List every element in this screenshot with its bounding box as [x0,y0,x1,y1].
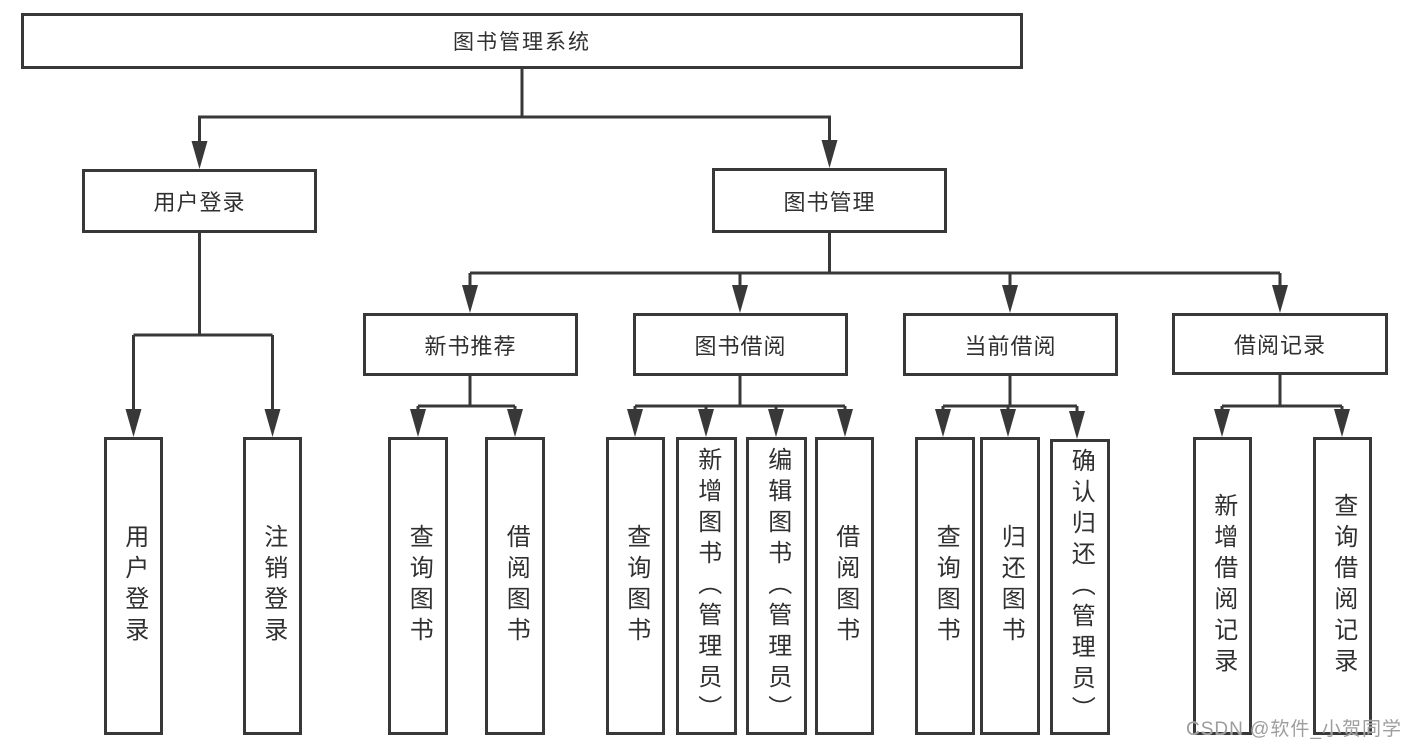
node-new-book-recommendation: 新书推荐 [363,313,578,376]
arrowhead-icon [507,409,523,437]
leaf-query-borrow-record: 查询借阅记录 [1313,437,1372,735]
leaf-query-books-current: 查询图书 [915,437,975,735]
arrowhead-icon [1069,411,1085,439]
arrowhead-icon [837,409,853,437]
leaf-return-books: 归还图书 [980,437,1040,735]
node-library-management-system: 图书管理系统 [21,13,1023,69]
csdn-watermark: CSDN @软件_小贺同学 [1186,719,1402,740]
leaf-add-books-admin: 新增图书（管理员） [676,437,737,735]
arrowhead-icon [821,140,838,168]
arrowhead-icon [627,409,643,437]
leaf-borrow-books: 借阅图书 [815,437,874,735]
arrowhead-icon [935,409,951,437]
arrowhead-icon [125,409,142,437]
arrowhead-icon [1272,285,1288,313]
node-user-login: 用户登录 [82,169,317,233]
node-book-borrowing: 图书借阅 [633,313,848,376]
leaf-confirm-return-admin: 确认归还（管理员） [1050,439,1110,735]
arrowhead-icon [1334,409,1350,437]
arrowhead-icon [410,409,426,437]
node-book-management: 图书管理 [712,168,947,233]
leaf-borrow-books-recommend: 借阅图书 [485,437,545,735]
arrowhead-icon [1214,409,1230,437]
arrowhead-icon [191,141,208,169]
node-borrowing-records: 借阅记录 [1172,313,1388,375]
node-current-borrowing: 当前借阅 [903,313,1118,376]
arrowhead-icon [1002,285,1018,313]
leaf-logout: 注销登录 [243,437,302,735]
leaf-query-books-recommend: 查询图书 [388,437,448,735]
leaf-edit-books-admin: 编辑图书（管理员） [746,437,807,735]
arrowhead-icon [1000,409,1016,437]
arrowhead-icon [698,409,714,437]
arrowhead-icon [264,409,281,437]
leaf-query-books-borrowing: 查询图书 [606,437,665,735]
arrowhead-icon [732,285,748,313]
arrowhead-icon [768,409,784,437]
leaf-user-login: 用户登录 [104,437,163,735]
leaf-add-borrow-record: 新增借阅记录 [1193,437,1252,735]
arrowhead-icon [462,285,478,313]
